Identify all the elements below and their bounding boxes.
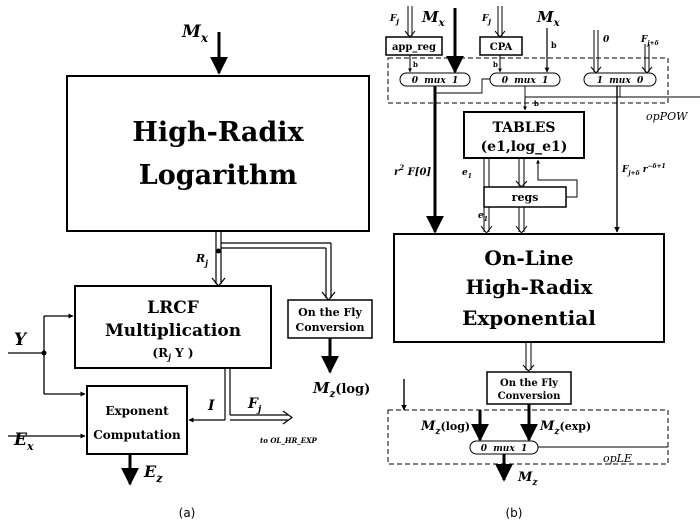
exp-block-a	[86, 385, 188, 455]
fjd-head	[641, 66, 653, 74]
otf-block-a	[287, 299, 373, 339]
rj-junction	[216, 248, 221, 254]
e1-head	[480, 225, 493, 234]
label-b4: b	[534, 99, 539, 108]
lrcf-line1: LRCF	[147, 298, 199, 318]
otf-b-line2: Conversion	[498, 391, 561, 402]
input-ex-label: Ex	[13, 430, 34, 453]
e1-label-b: e1	[478, 211, 488, 223]
rj-arrow-head	[211, 277, 226, 287]
in-fj2-label: Fj	[481, 14, 491, 26]
mz-log-label-a: Mz(log)	[312, 379, 370, 400]
log-block-line2: Logarithm	[139, 160, 298, 191]
otf-arrow-head	[321, 291, 336, 301]
input-mx-label: Mx	[181, 22, 209, 45]
exp-a-line2: Computation	[93, 428, 181, 442]
rj-label: Rj	[195, 252, 208, 268]
lrcf-block	[74, 285, 272, 369]
op-le-label: opLE	[603, 452, 632, 465]
panel-a: Mx High-Radix Logarithm Rj LRCF Multipli…	[8, 22, 373, 520]
e1-label-a: e1	[462, 168, 472, 180]
otf-block-b	[486, 371, 572, 405]
label-b2: b	[413, 60, 418, 69]
to-ol-hr-exp-label: to OL_HR_EXP	[260, 436, 318, 445]
exp-a-line1: Exponent	[105, 404, 169, 418]
log-block-line1: High-Radix	[132, 117, 304, 148]
regs-label: regs	[512, 191, 539, 204]
in-fj2-head	[494, 30, 506, 38]
r2f0-label: r2 F[0]	[394, 163, 431, 178]
zero-head	[590, 66, 602, 74]
in-mx2-label: Mx	[536, 8, 561, 29]
tables-line2: (e1,log_e1)	[481, 139, 568, 155]
exp-b-line2: High-Radix	[466, 275, 594, 299]
mz-exp-label: Mz(exp)	[539, 419, 591, 437]
mux2-label: 0 mux 1	[502, 76, 549, 86]
fj-arrow-head	[282, 410, 294, 425]
tables-block	[463, 111, 585, 159]
otf-a-line2: Conversion	[296, 321, 365, 334]
label-b3: b	[493, 60, 498, 69]
cpa-block	[479, 36, 523, 56]
mux4-label: 0 mux 1	[481, 444, 528, 454]
mux-region-top	[387, 57, 669, 104]
mz-log-label-b: Mz(log)	[420, 419, 470, 437]
exp-block-b	[393, 233, 665, 343]
i-label: I	[207, 398, 215, 414]
app-reg-label: app_reg	[392, 42, 436, 53]
fj-label-a: Fj	[247, 396, 262, 415]
regs-out-head	[515, 225, 528, 234]
out-ez-label: Ez	[143, 462, 163, 485]
exp-b-line1: On-Line	[484, 246, 573, 270]
in-fj-head	[404, 30, 416, 38]
op-pow-label: opPOW	[646, 110, 689, 123]
select-line-2	[524, 86, 621, 98]
fjd-r-label: Fj+δ r−δ+1	[621, 163, 666, 177]
tables-line1: TABLES	[493, 120, 556, 136]
caption-b: (b)	[506, 506, 523, 520]
panel-b: Fj Mx Fj Mx b 0 Fj+δ app_reg CPA b b	[385, 6, 700, 520]
otf-b-line1: On the Fly	[500, 378, 559, 389]
in-mx1-label: Mx	[421, 8, 446, 29]
exp-b-line3: Exponential	[462, 306, 596, 330]
lrcf-line2: Multiplication	[105, 321, 241, 341]
lrcf-line3: (Rj Y )	[152, 346, 193, 362]
mux3-label: 1 mux 0	[597, 76, 644, 86]
y-junction	[41, 350, 47, 356]
mux1-label: 0 mux 1	[412, 76, 459, 86]
caption-a: (a)	[179, 506, 196, 520]
otf-a-line1: On the Fly	[298, 306, 362, 319]
input-y-label: Y	[14, 330, 28, 350]
exp-otf-head	[522, 364, 535, 372]
app-reg-block	[385, 36, 443, 56]
regs-feedback	[536, 159, 578, 198]
in-fjd-label: Fj+δ	[640, 35, 659, 47]
in-fj-label: Fj	[389, 14, 399, 26]
in-zero-label: 0	[603, 35, 610, 45]
out-mz-label: Mz	[517, 470, 538, 488]
cpa-label: CPA	[490, 42, 513, 53]
label-b1: b	[551, 40, 557, 50]
tables-regs-head	[515, 180, 528, 188]
log-block	[66, 75, 370, 232]
